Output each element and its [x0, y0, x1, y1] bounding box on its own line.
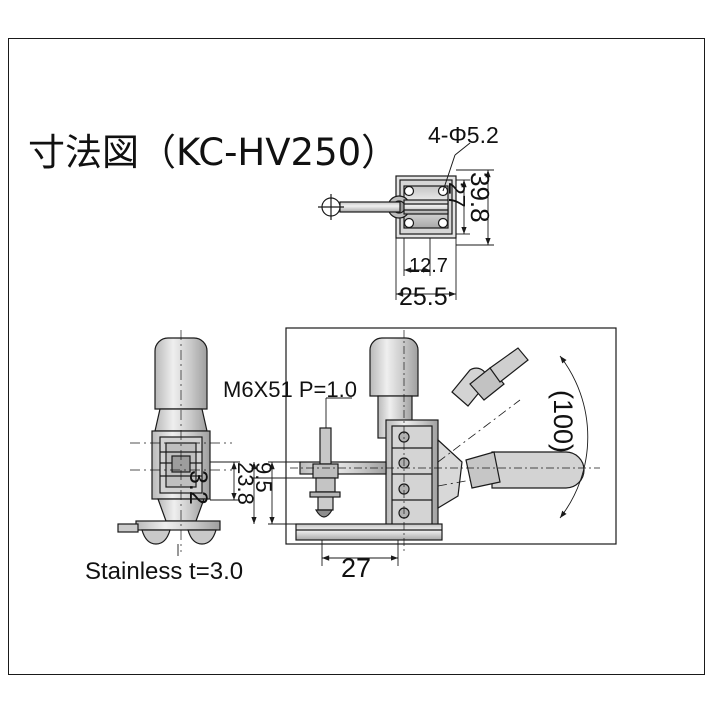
- label-dim-95: 9.5: [251, 462, 276, 493]
- front-view-group: [117, 330, 240, 556]
- side-view-group: [251, 330, 600, 566]
- label-base-length: 27: [341, 553, 372, 583]
- label-material: Stainless t=3.0: [85, 558, 244, 585]
- label-width-small: 12.7: [409, 255, 448, 277]
- top-view-group: [318, 142, 494, 300]
- label-holes: 4-Φ5.2: [428, 122, 499, 148]
- label-thickness-32: 3.2: [184, 470, 212, 505]
- label-handle-travel: (100): [548, 390, 578, 454]
- page-title: 寸法図（KC-HV250）: [28, 131, 399, 174]
- label-width-base: 25.5: [399, 283, 448, 311]
- label-thread: M6X51 P=1.0: [223, 377, 357, 402]
- drawing-frame: [8, 38, 705, 675]
- label-height-plate: 27: [444, 182, 470, 208]
